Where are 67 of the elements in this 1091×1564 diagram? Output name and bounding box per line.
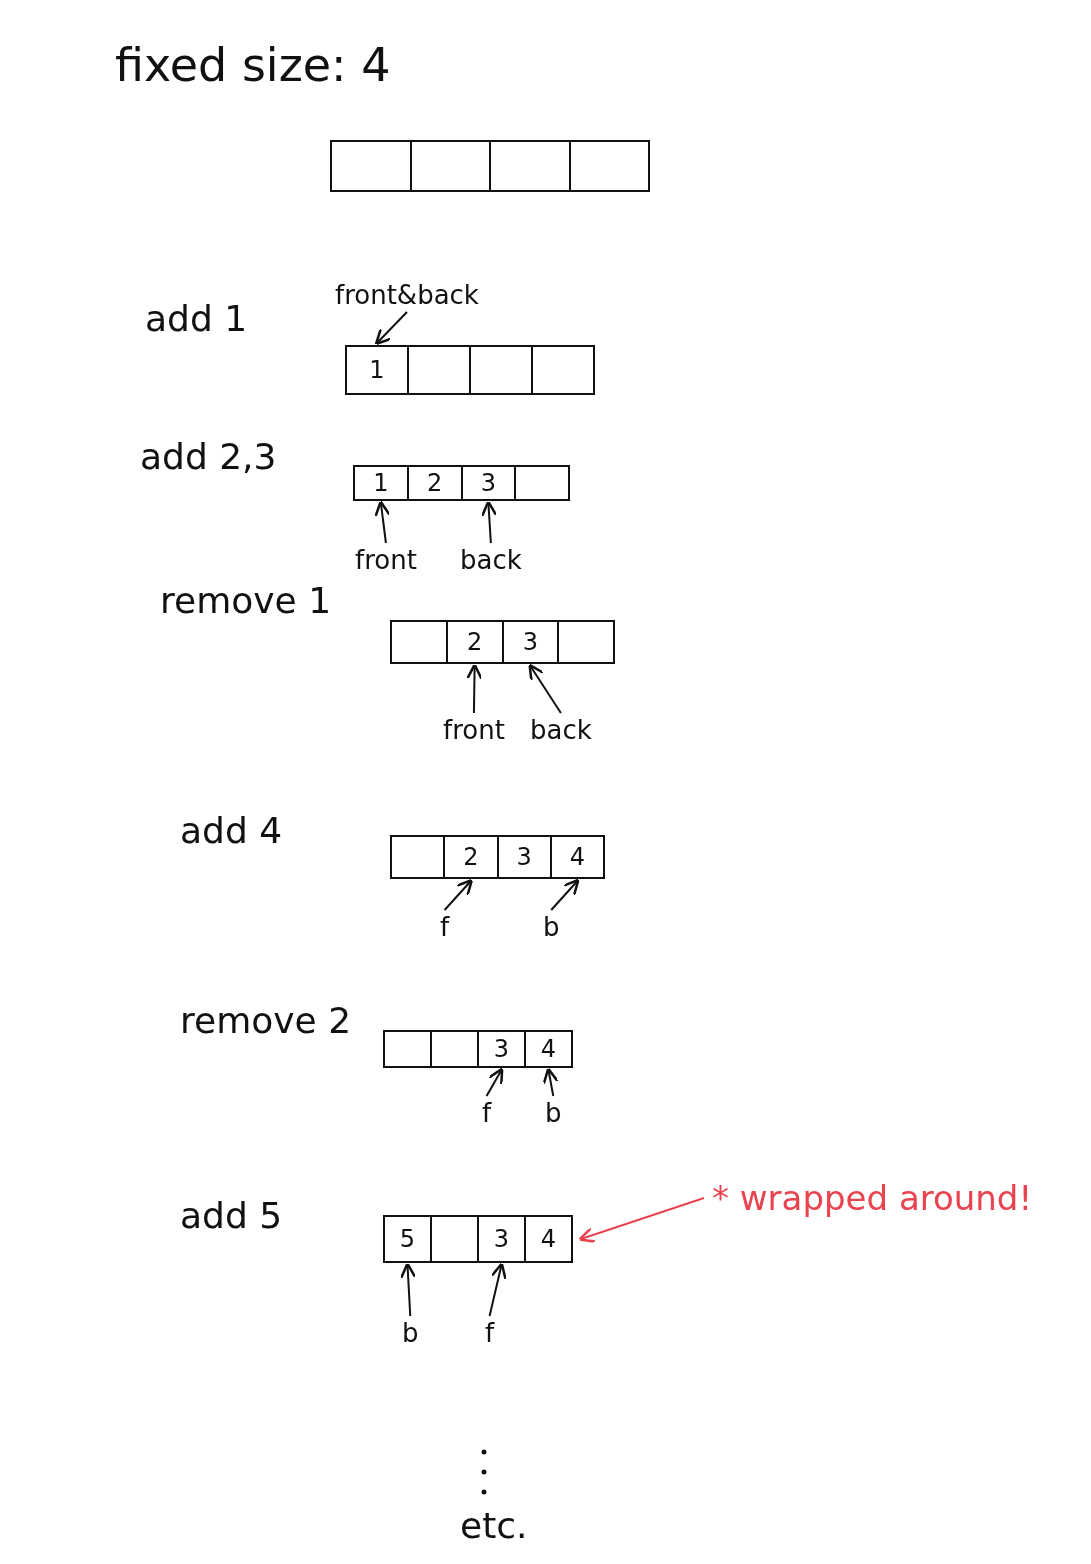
- array-box: [390, 620, 615, 664]
- arrow: [528, 663, 562, 714]
- step-label: remove 2: [180, 1000, 352, 1041]
- step-label: remove 1: [160, 580, 332, 621]
- arrow: [466, 663, 483, 714]
- array-cell: 4: [525, 1216, 572, 1262]
- array-cell: [470, 346, 532, 394]
- array-cell: 5: [384, 1216, 431, 1262]
- array-cell: 1: [346, 346, 408, 394]
- arrow: [374, 500, 391, 544]
- step-label: add 5: [180, 1195, 283, 1236]
- array-cell: [331, 141, 411, 191]
- step-label: add 4: [180, 810, 283, 851]
- pointer-label: f: [440, 912, 450, 942]
- pointer-label: b: [543, 912, 560, 942]
- arrow: [443, 878, 474, 911]
- array-cell: [490, 141, 570, 191]
- array-cell: [515, 466, 569, 500]
- array-cell: 2: [444, 836, 498, 878]
- pointer-label: b: [402, 1318, 419, 1348]
- pointer-label: front: [443, 715, 505, 745]
- array-cell: 2: [446, 621, 503, 663]
- array-cell: 3: [502, 621, 559, 663]
- pointer-label: front&back: [335, 280, 479, 310]
- array-cell: [569, 141, 649, 191]
- array-cell: 4: [550, 836, 604, 878]
- arrow: [399, 1262, 417, 1317]
- array-cell: [384, 1031, 431, 1067]
- pointer-label: f: [482, 1098, 492, 1128]
- pointer-label: f: [485, 1318, 495, 1348]
- arrow: [480, 500, 498, 544]
- array-cell: [410, 141, 490, 191]
- array-box: [383, 1215, 573, 1263]
- array-cell: 3: [497, 836, 551, 878]
- pointer-label: front: [355, 545, 417, 575]
- array-cell: [391, 836, 445, 878]
- step-label: add 2,3: [140, 436, 277, 477]
- title-text: fixed size: 4: [115, 38, 391, 92]
- array-box: [390, 835, 605, 879]
- array-box: [383, 1030, 573, 1068]
- array-cell: [532, 346, 594, 394]
- note-text: * wrapped around!: [712, 1178, 1033, 1218]
- pointer-label: b: [545, 1098, 562, 1128]
- pointer-label: back: [460, 545, 522, 575]
- array-cell: 4: [525, 1031, 572, 1067]
- arrow: [542, 1067, 559, 1097]
- array-box: [330, 140, 650, 192]
- array-cell: [558, 621, 614, 663]
- array-cell: [408, 346, 470, 394]
- pointer-label: back: [530, 715, 592, 745]
- array-cell: 3: [461, 466, 516, 500]
- arrow: [578, 1197, 705, 1243]
- arrow: [488, 1262, 507, 1317]
- array-cell: 3: [478, 1031, 525, 1067]
- arrow: [374, 311, 408, 346]
- array-cell: 2: [407, 466, 462, 500]
- arrow: [485, 1067, 504, 1097]
- array-cell: 1: [354, 466, 408, 500]
- array-cell: [391, 621, 447, 663]
- array-cell: [431, 1031, 478, 1067]
- array-box: [345, 345, 595, 395]
- step-label: add 1: [145, 298, 248, 339]
- array-cell: [431, 1216, 478, 1262]
- arrow: [550, 878, 580, 911]
- array-box: [353, 465, 570, 501]
- array-cell: 3: [478, 1216, 525, 1262]
- step-label: etc.: [460, 1505, 528, 1546]
